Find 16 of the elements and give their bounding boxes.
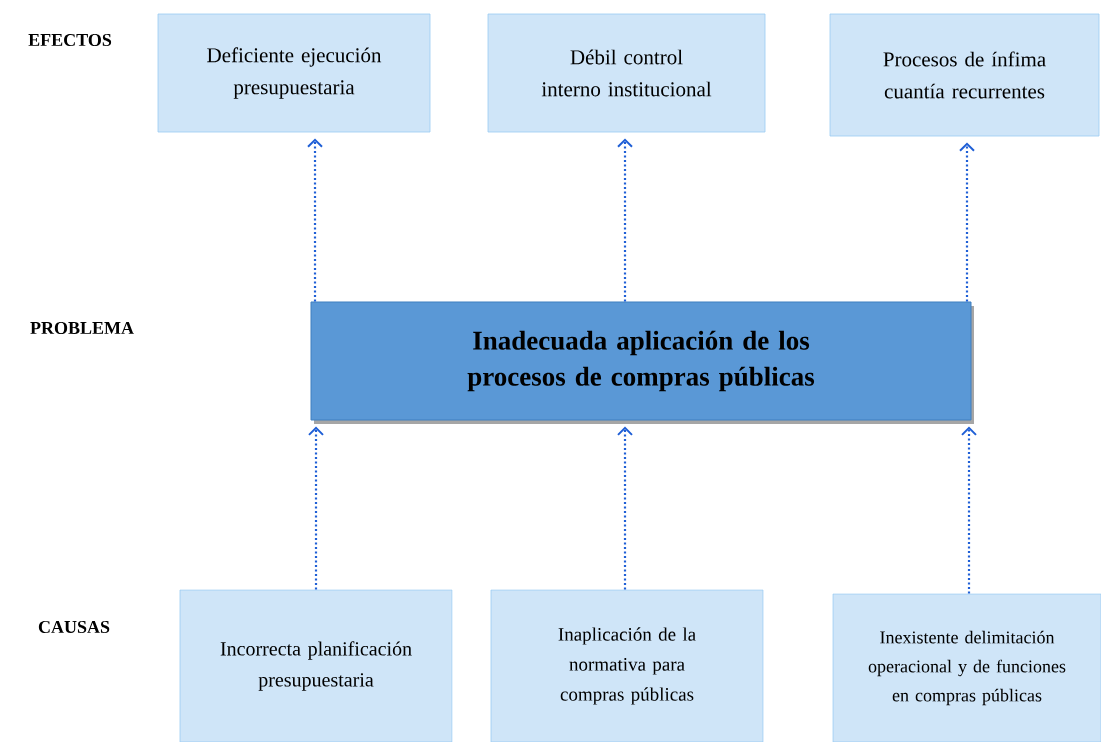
effect-box: Deficiente ejecución presupuestaria xyxy=(157,13,431,133)
effect-box: Procesos de ínfima cuantía recurrentes xyxy=(829,13,1100,137)
arrow xyxy=(308,426,324,590)
cause-box: Inaplicación de la normativa para compras públicas xyxy=(490,589,764,742)
effect-box: Débil control interno institucional xyxy=(487,13,766,133)
problem-box: Inadecuada aplicación de los procesos de compras públicas xyxy=(310,301,972,421)
cause-box: Inexistente delimitación operacional y de funciones en compras públicas xyxy=(832,593,1101,742)
arrow xyxy=(307,138,323,302)
row-label: CAUSAS xyxy=(38,620,110,634)
row-label: PROBLEMA xyxy=(30,321,134,335)
row-label: EFECTOS xyxy=(28,33,112,47)
cause-box: Incorrecta planificación presupuestaria xyxy=(179,589,453,742)
arrow xyxy=(617,138,633,302)
arrow xyxy=(959,142,975,302)
arrow xyxy=(961,426,977,594)
arrow xyxy=(617,426,633,590)
